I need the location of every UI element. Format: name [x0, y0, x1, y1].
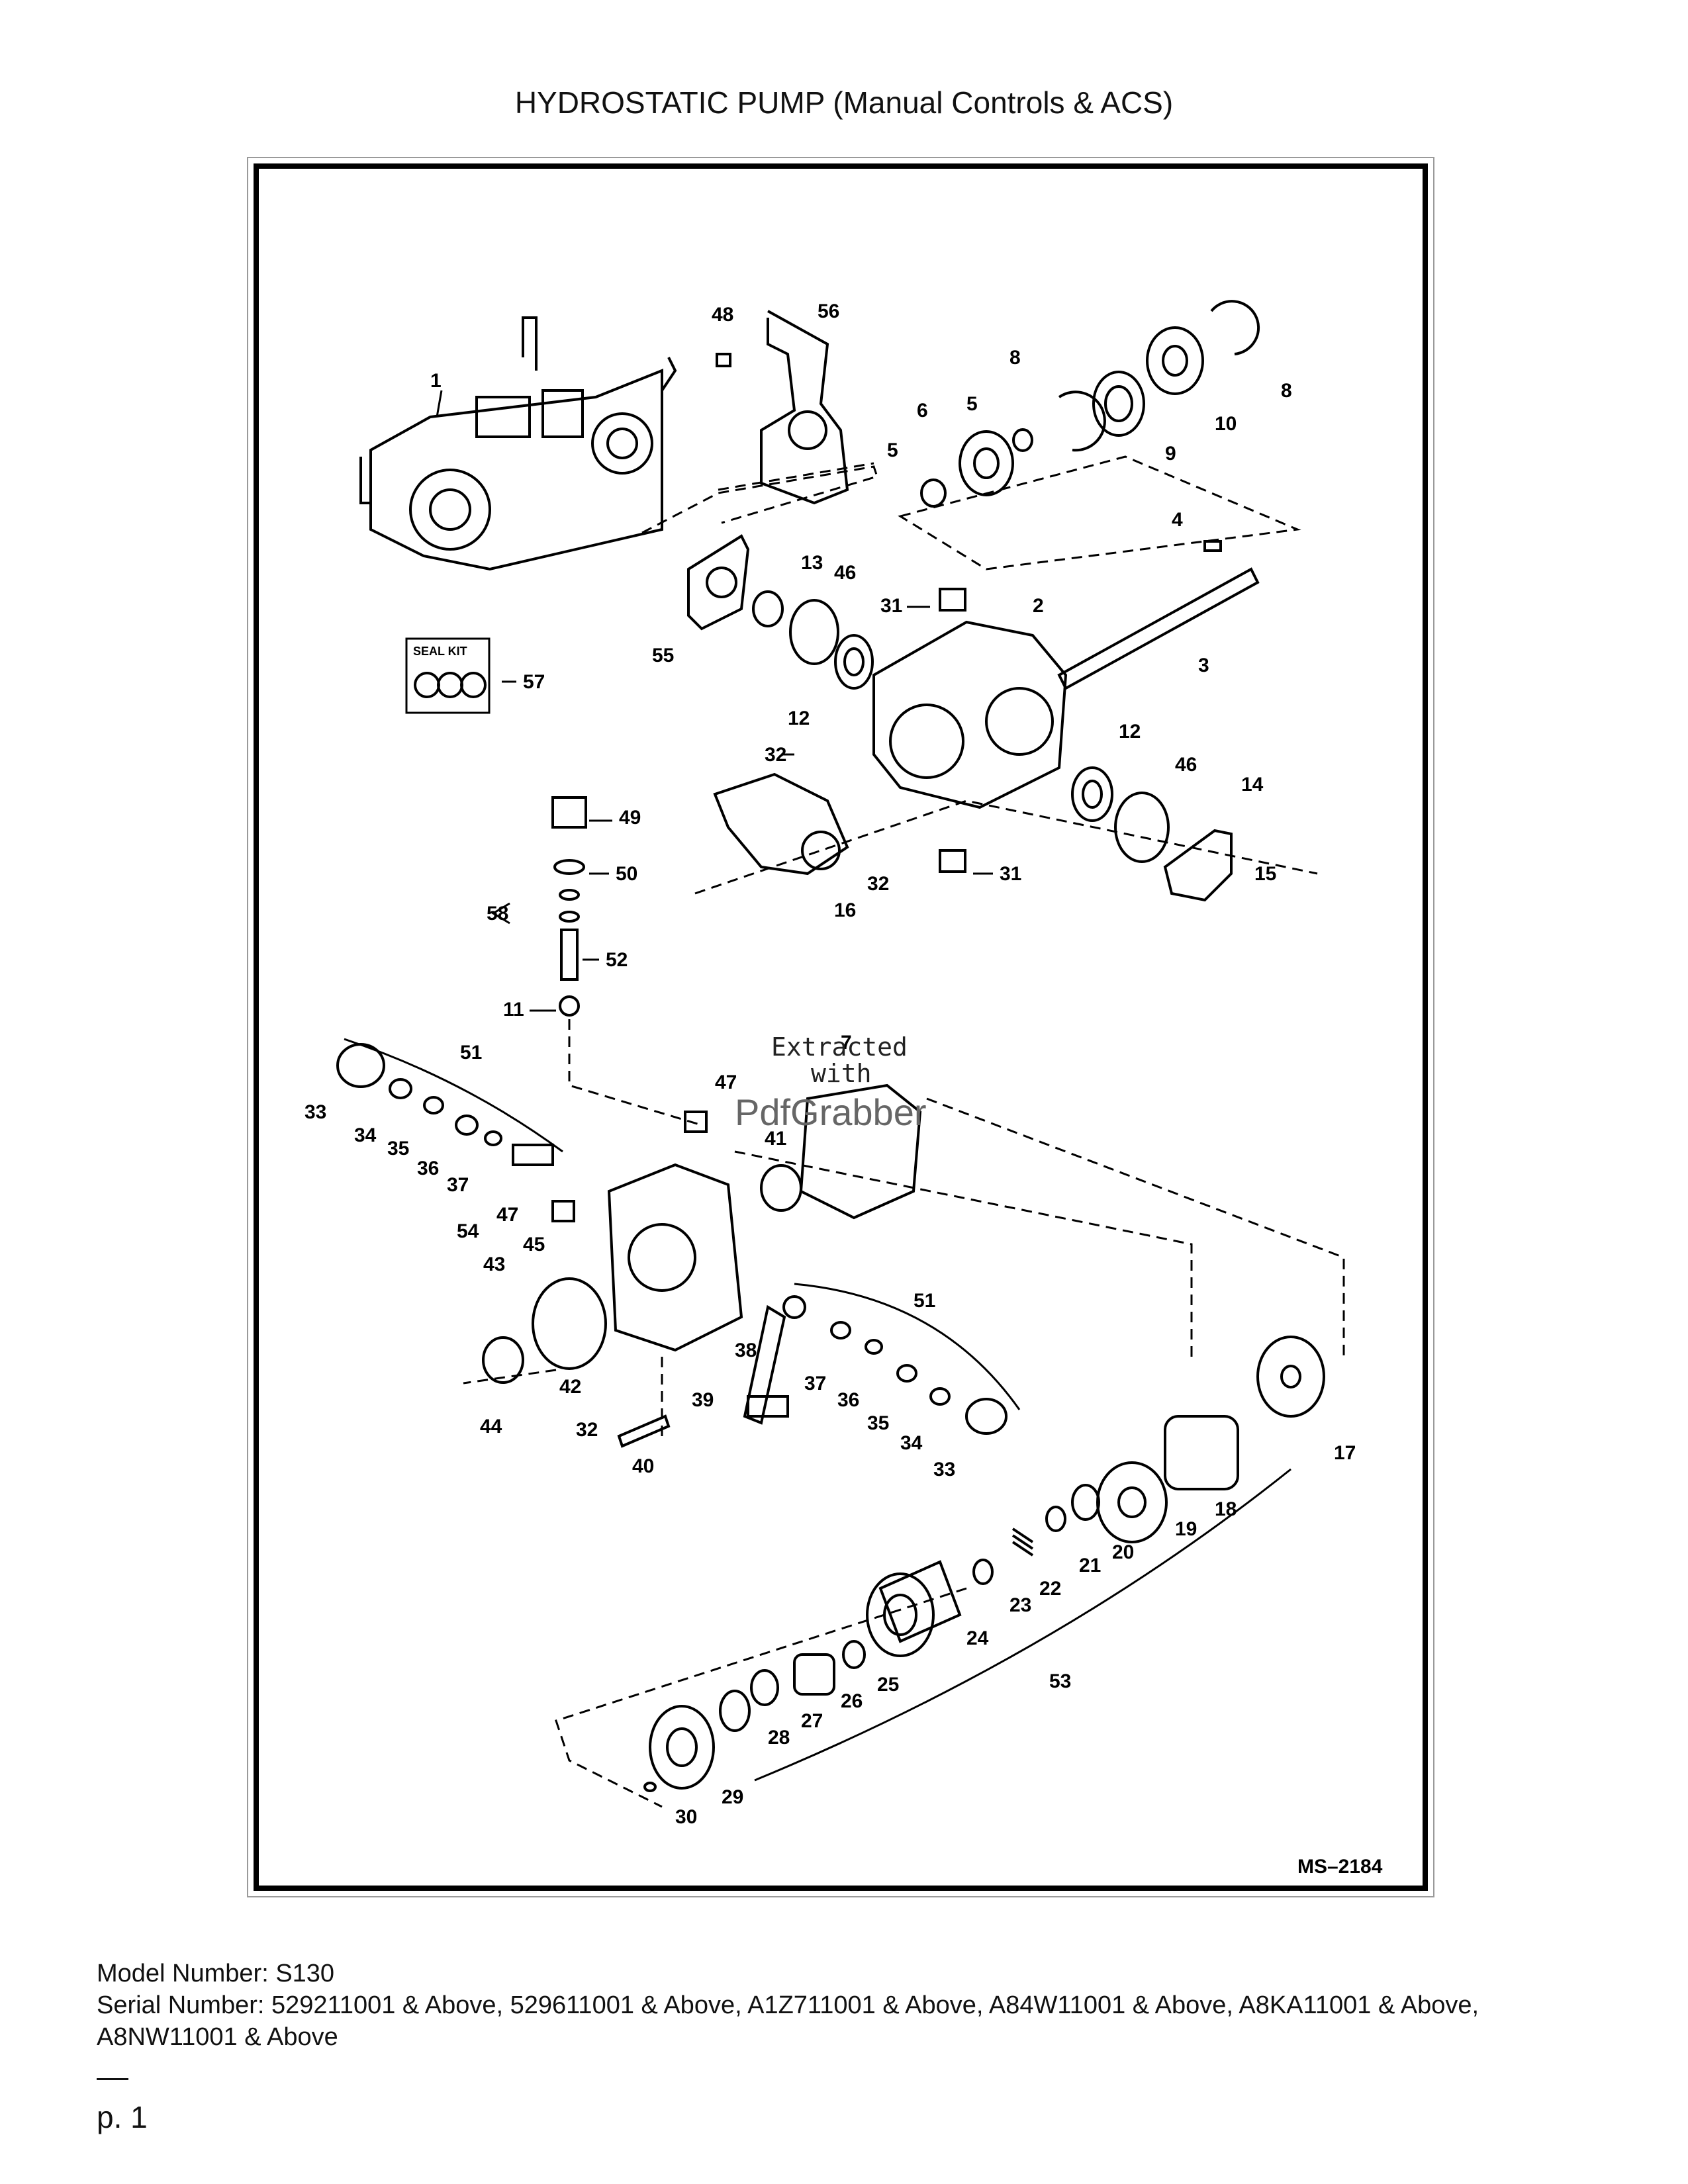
- callout-36b: 36: [837, 1389, 859, 1411]
- footer-dash: [97, 2078, 128, 2080]
- callout-34: 34: [354, 1124, 377, 1146]
- callout-25: 25: [877, 1674, 899, 1696]
- callout-38: 38: [735, 1340, 757, 1361]
- callout-32c: 32: [576, 1419, 598, 1441]
- callout-40: 40: [632, 1455, 654, 1477]
- diagram-reference: MS–2184: [1297, 1856, 1383, 1878]
- callout-35: 35: [387, 1138, 409, 1160]
- callout-7: 7: [841, 1032, 852, 1054]
- callout-24: 24: [966, 1627, 989, 1649]
- callout-23: 23: [1009, 1594, 1031, 1616]
- callout-37: 37: [447, 1174, 469, 1196]
- callout-41: 41: [765, 1128, 786, 1150]
- callout-45: 45: [523, 1234, 545, 1255]
- callout-54: 54: [457, 1220, 479, 1242]
- page-title: HYDROSTATIC PUMP (Manual Controls & ACS): [514, 85, 1174, 120]
- callout-32b: 32: [867, 873, 889, 895]
- callout-33: 33: [305, 1101, 326, 1123]
- callout-9: 9: [1165, 443, 1176, 465]
- callout-22: 22: [1039, 1578, 1061, 1600]
- callout-56: 56: [818, 300, 839, 322]
- callout-39: 39: [692, 1389, 714, 1411]
- callout-8b: 8: [1281, 380, 1292, 402]
- callout-16: 16: [834, 899, 856, 921]
- callout-33b: 33: [933, 1459, 955, 1480]
- callout-51b: 51: [914, 1290, 935, 1312]
- callout-27: 27: [801, 1710, 823, 1732]
- callout-31: 31: [880, 595, 902, 617]
- callout-49: 49: [619, 807, 641, 829]
- bracket-53: [754, 1468, 1291, 1782]
- callout-57: 57: [523, 671, 545, 693]
- callout-11: 11: [503, 999, 524, 1021]
- callout-36: 36: [417, 1158, 439, 1179]
- callout-12b: 12: [1119, 721, 1141, 743]
- callout-53: 53: [1049, 1670, 1071, 1692]
- bracket-illustration: [760, 310, 849, 505]
- seal-kit-label: SEAL KIT: [413, 645, 467, 658]
- callout-8: 8: [1009, 347, 1021, 369]
- callout-15: 15: [1254, 863, 1276, 885]
- callout-20: 20: [1112, 1541, 1134, 1563]
- callout-10: 10: [1215, 413, 1237, 435]
- callout-2: 2: [1033, 595, 1044, 617]
- callout-13: 13: [801, 552, 823, 574]
- model-number: Model Number: S130: [97, 1960, 335, 1987]
- callout-30: 30: [675, 1806, 697, 1828]
- callout-3: 3: [1198, 655, 1209, 676]
- callout-47: 47: [715, 1071, 737, 1093]
- callout-26: 26: [841, 1690, 863, 1712]
- callout-37b: 37: [804, 1373, 826, 1394]
- callout-48: 48: [712, 304, 733, 326]
- callout-35b: 35: [867, 1412, 889, 1434]
- callout-28: 28: [768, 1727, 790, 1749]
- callout-5b: 5: [887, 439, 898, 461]
- bracket-51-right: [794, 1283, 1021, 1410]
- callout-1: 1: [430, 370, 442, 392]
- callout-46: 46: [834, 562, 856, 584]
- watermark-line1: Extracted: [771, 1032, 908, 1062]
- callout-43: 43: [483, 1253, 505, 1275]
- callout-52: 52: [606, 949, 628, 971]
- callout-17: 17: [1334, 1442, 1356, 1464]
- callout-12: 12: [788, 707, 810, 729]
- callout-19: 19: [1175, 1518, 1197, 1540]
- diagram-frame-outer: [247, 157, 1434, 1897]
- callout-42: 42: [559, 1376, 581, 1398]
- callout-31b: 31: [1000, 863, 1021, 885]
- page-number: p. 1: [97, 2100, 148, 2134]
- callout-51: 51: [460, 1042, 482, 1064]
- callout-46b: 46: [1175, 754, 1197, 776]
- callout-14: 14: [1241, 774, 1264, 796]
- callout-55: 55: [652, 645, 674, 666]
- pump-assembly-illustration: [359, 316, 677, 571]
- watermark-line2: with: [811, 1059, 872, 1088]
- callout-21: 21: [1079, 1555, 1101, 1576]
- callout-4: 4: [1172, 509, 1183, 531]
- callout-29: 29: [722, 1786, 743, 1808]
- callout-44: 44: [480, 1416, 502, 1437]
- diagram-frame: [254, 163, 1428, 1891]
- callout-47b: 47: [496, 1204, 518, 1226]
- callout-5: 5: [966, 393, 978, 415]
- callout-6: 6: [917, 400, 928, 422]
- callout-18: 18: [1215, 1498, 1237, 1520]
- serial-number: Serial Number: 529211001 & Above, 529611…: [97, 1991, 1479, 2051]
- watermark-brand: PdfGrabber: [735, 1091, 927, 1133]
- bracket-51-left: [344, 1038, 563, 1153]
- callout-50: 50: [616, 863, 637, 885]
- callout-34b: 34: [900, 1432, 923, 1454]
